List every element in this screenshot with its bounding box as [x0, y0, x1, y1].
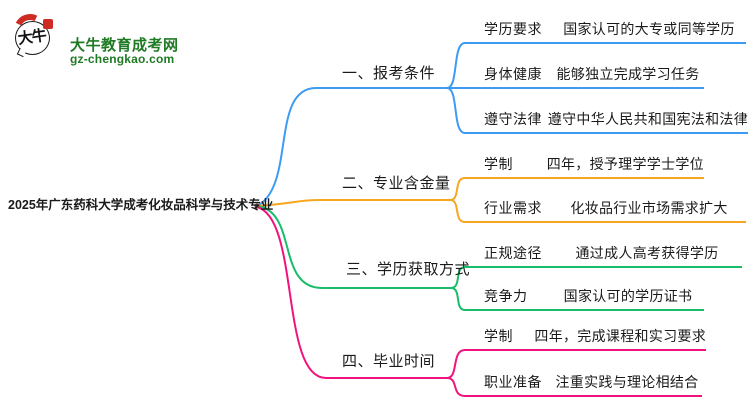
leaf-label: 学制	[484, 156, 513, 172]
site-url: gz-chengkao.com	[70, 52, 175, 66]
branch-2-label: 二、专业含金量	[342, 175, 451, 192]
leaf-row: 学制 四年，授予理学学士学位	[464, 151, 704, 179]
leaf-row: 行业需求 化妆品行业市场需求扩大	[464, 195, 746, 223]
leaf-label: 职业准备	[484, 374, 542, 390]
site-logo[interactable]: 大牛 大牛教育成考网 gz-chengkao.com	[9, 9, 244, 66]
leaf-value: 能够独立完成学习任务	[556, 66, 700, 82]
leaf-label: 学历要求	[484, 21, 542, 37]
leaf-value: 化妆品行业市场需求扩大	[570, 200, 728, 216]
branch-1-label: 一、报考条件	[342, 65, 436, 82]
speech-bubble-tail	[16, 47, 27, 58]
leaf-label: 竞争力	[484, 288, 528, 304]
logo-bubble-icon: 大牛	[9, 9, 58, 62]
leaf-label: 身体健康	[484, 66, 542, 82]
branch-4-connector	[256, 206, 466, 397]
leaf-value: 通过成人高考获得学历	[575, 245, 719, 261]
root-node-dot	[254, 203, 260, 209]
leaf-value: 遵守中华人民共和国宪法和法律	[547, 111, 748, 127]
branch-4-label: 四、毕业时间	[342, 353, 436, 370]
logo-red-seal	[43, 19, 53, 29]
leaf-value: 国家认可的学历证书	[563, 288, 693, 304]
leaf-value: 四年，完成课程和实习要求	[534, 328, 706, 344]
branch-2-connector	[256, 177, 466, 223]
leaf-label: 行业需求	[484, 200, 542, 216]
root-node-title: 2025年广东药科大学成考化妆品科学与技术专业	[8, 198, 274, 212]
leaf-value: 四年，授予理学学士学位	[546, 156, 704, 172]
leaf-value: 注重实践与理论相结合	[555, 374, 699, 390]
leaf-row: 正规途径 通过成人高考获得学历	[464, 240, 742, 268]
leaf-label: 正规途径	[484, 245, 542, 261]
leaf-label: 遵守法律	[484, 111, 542, 127]
leaf-row: 竞争力 国家认可的学历证书	[464, 283, 704, 311]
branch-3-connector	[256, 205, 466, 311]
leaf-row: 身体健康 能够独立完成学习任务	[464, 61, 704, 89]
leaf-row: 遵守法律 遵守中华人民共和国宪法和法律	[464, 106, 748, 134]
leaf-row: 学制 四年，完成课程和实习要求	[464, 323, 706, 351]
leaf-value: 国家认可的大专或同等学历	[563, 21, 735, 37]
branch-3-label: 三、学历获取方式	[346, 261, 471, 278]
leaf-label: 学制	[484, 328, 513, 344]
leaf-row: 学历要求 国家认可的大专或同等学历	[464, 16, 746, 44]
branch-1-connector	[256, 42, 466, 207]
leaf-row: 职业准备 注重实践与理论相结合	[464, 369, 702, 397]
site-name: 大牛教育成考网	[70, 37, 179, 54]
